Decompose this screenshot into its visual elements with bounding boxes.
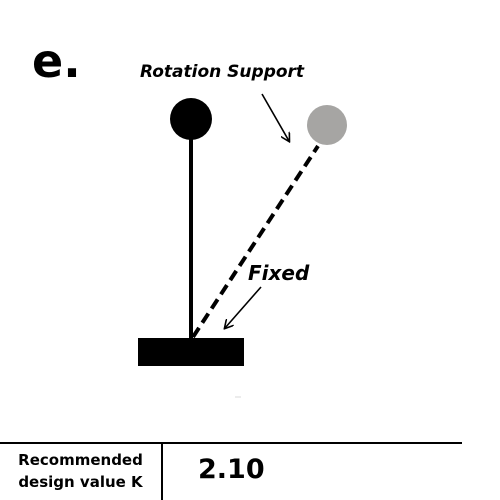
- design-value-label-line2: design value K: [18, 473, 143, 491]
- deflected-column: [191, 144, 320, 339]
- table-column-divider: [161, 442, 163, 500]
- displaced-node: [307, 105, 347, 145]
- fixed-base: [138, 338, 244, 366]
- rotation-support-label: Rotation Support: [140, 62, 305, 82]
- fixed-arrow: [225, 286, 262, 328]
- design-value-k: 2.10: [198, 454, 265, 485]
- panel-letter: e.: [32, 34, 81, 88]
- fixed-label: Fixed: [248, 261, 310, 285]
- design-value-label: Recommended design value K: [0, 449, 161, 493]
- top-node: [170, 98, 212, 140]
- table-top-rule: [0, 442, 462, 444]
- rotation-support-arrow: [261, 93, 289, 141]
- design-value-label-line1: Recommended: [18, 451, 143, 469]
